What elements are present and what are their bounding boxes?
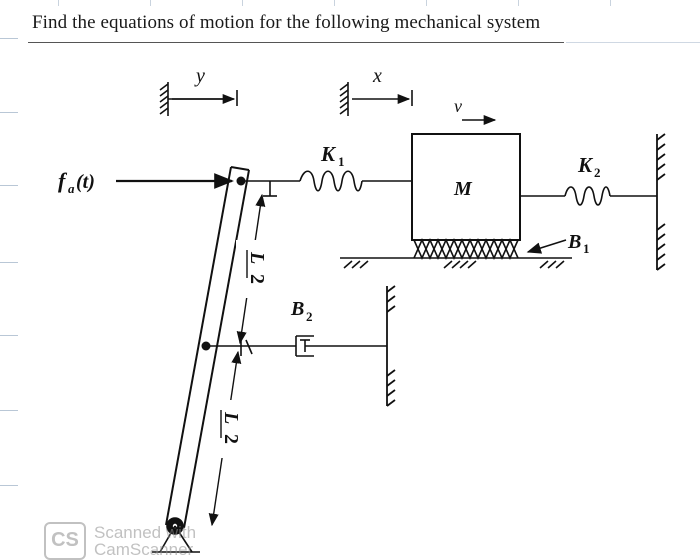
question-underline	[28, 42, 564, 43]
label-mass: M	[453, 178, 473, 200]
watermark-line2: CamScanner	[94, 540, 194, 559]
label-k1: K	[320, 142, 337, 166]
spring-k2	[520, 186, 657, 206]
margin-tick	[0, 335, 18, 336]
label-force-arg: (t)	[76, 171, 95, 193]
page-rule	[566, 42, 700, 43]
ground-x-reference	[339, 82, 413, 116]
label-y: y	[194, 65, 205, 87]
ruler-tick	[58, 0, 59, 6]
dim-label-bg	[210, 400, 240, 458]
margin-tick	[0, 38, 18, 39]
spring-k1	[245, 170, 412, 197]
damper-b1-layer	[413, 238, 519, 260]
ruler-tick	[426, 0, 427, 6]
margin-tick	[0, 112, 18, 113]
label-half-length-upper: L 2	[246, 250, 268, 284]
svg-text:2: 2	[246, 274, 268, 284]
middle-wall	[386, 285, 396, 407]
label-x: x	[372, 65, 382, 87]
label-half-length-lower: L 2	[220, 410, 242, 444]
ruler-tick	[150, 0, 151, 6]
label-b2-sub: 2	[306, 309, 313, 324]
svg-text:L: L	[246, 251, 268, 264]
margin-tick	[0, 485, 18, 486]
margin-tick	[0, 185, 18, 186]
label-v: v	[454, 96, 462, 116]
label-b2: B	[290, 298, 304, 320]
watermark-line1: Scanned with	[94, 523, 197, 542]
ruler-tick	[242, 0, 243, 6]
label-k2-sub: 2	[594, 165, 601, 180]
label-k1-sub: 1	[338, 154, 345, 169]
damper-b2	[206, 335, 387, 357]
ruler-tick	[610, 0, 611, 6]
mass-block	[411, 133, 521, 241]
lever-pivot	[152, 517, 200, 553]
label-b1: B	[567, 231, 581, 253]
margin-tick	[0, 262, 18, 263]
label-k2: K	[577, 153, 594, 177]
label-b1-sub: 1	[583, 241, 590, 256]
label-force: f	[58, 168, 68, 193]
watermark-text: Scanned with CamScanner	[94, 524, 234, 558]
ruler-tick	[334, 0, 335, 6]
b1-pointer-arrow	[526, 239, 567, 254]
camscanner-logo: CS	[44, 522, 86, 560]
svg-text:L: L	[220, 411, 242, 424]
question-text: Find the equations of motion for the fol…	[32, 12, 541, 33]
dim-label-bg	[236, 240, 266, 298]
margin-tick	[0, 410, 18, 411]
lever-joint-top	[236, 176, 246, 186]
right-wall	[656, 133, 666, 271]
svg-text:2: 2	[220, 434, 242, 444]
ground-floor	[340, 257, 572, 269]
ruler-tick	[518, 0, 519, 6]
label-force-sub: a	[68, 181, 75, 196]
